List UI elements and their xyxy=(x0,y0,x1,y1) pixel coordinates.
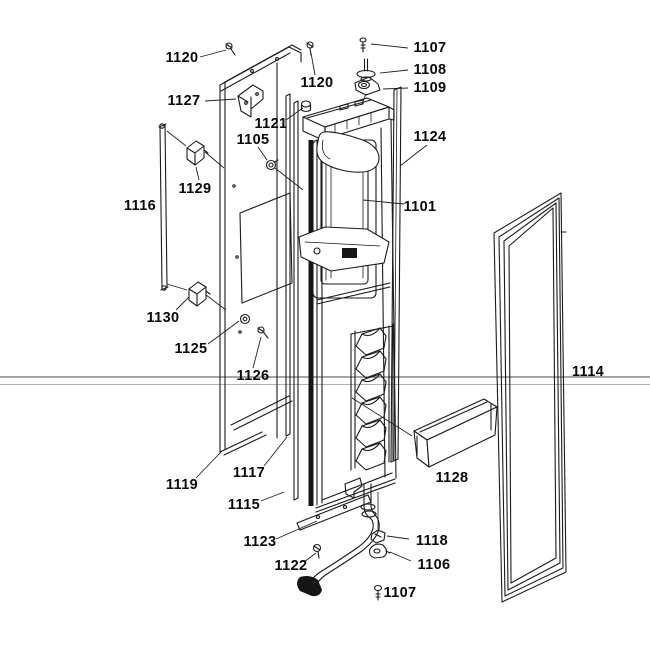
part-label-1118: 1118 xyxy=(415,532,449,549)
part-label-1123: 1123 xyxy=(243,533,277,550)
freezer-inner-door-1101 xyxy=(298,97,397,513)
horizontal-rule-lines xyxy=(0,376,650,385)
door-outer-panel-1119 xyxy=(219,44,302,456)
part-label-1105: 1105 xyxy=(236,131,270,148)
part-label-1130: 1130 xyxy=(146,309,180,326)
part-label-1107-bottom: 1107 xyxy=(383,584,417,601)
trim-strip-1117 xyxy=(285,93,291,437)
clip-1130 xyxy=(188,281,211,307)
part-label-1127: 1127 xyxy=(167,92,201,109)
screw-1122 xyxy=(312,543,322,559)
part-label-1116: 1116 xyxy=(123,197,157,214)
screw-1107-bottom xyxy=(373,584,383,601)
part-label-1114: 1114 xyxy=(571,363,605,380)
grommet-1106 xyxy=(369,543,391,559)
bracket-1127 xyxy=(237,84,264,118)
hinge-bracket-1109 xyxy=(354,76,381,96)
part-label-1119: 1119 xyxy=(165,476,199,493)
screw-1120-left xyxy=(225,42,236,56)
clip-1129 xyxy=(186,140,209,166)
door-gasket-1114 xyxy=(493,192,567,603)
plug-button-1121 xyxy=(300,100,312,113)
screw-1120-top xyxy=(306,41,314,56)
part-label-1124: 1124 xyxy=(413,128,447,145)
part-label-1129: 1129 xyxy=(178,180,212,197)
water-tube xyxy=(297,483,380,597)
grommet-1105 xyxy=(265,159,279,171)
part-label-1115: 1115 xyxy=(227,496,261,513)
trim-rail-1116 xyxy=(158,123,169,291)
part-label-1101: 1101 xyxy=(403,198,437,215)
part-label-1109: 1109 xyxy=(413,79,447,96)
part-label-1120-a: 1120 xyxy=(165,49,199,66)
panel-decal-area xyxy=(239,192,293,304)
washer-1125 xyxy=(239,313,251,325)
door-bin-1128 xyxy=(413,398,498,468)
hinge-screw-1107-top xyxy=(359,37,367,53)
part-label-1106: 1106 xyxy=(417,556,451,573)
part-label-1122: 1122 xyxy=(274,557,308,574)
part-label-1107-top: 1107 xyxy=(413,39,447,56)
part-label-1108: 1108 xyxy=(413,61,447,78)
trim-strip-1115 xyxy=(293,100,299,501)
leader-lines xyxy=(166,43,428,563)
part-label-1125: 1125 xyxy=(174,340,208,357)
part-label-1117: 1117 xyxy=(232,464,266,481)
part-label-1121: 1121 xyxy=(254,115,288,132)
screw-1126 xyxy=(257,326,269,339)
clamp-1118 xyxy=(370,529,386,544)
part-label-1128: 1128 xyxy=(435,469,469,486)
part-label-1126: 1126 xyxy=(236,367,270,384)
part-label-1120-b: 1120 xyxy=(300,74,334,91)
